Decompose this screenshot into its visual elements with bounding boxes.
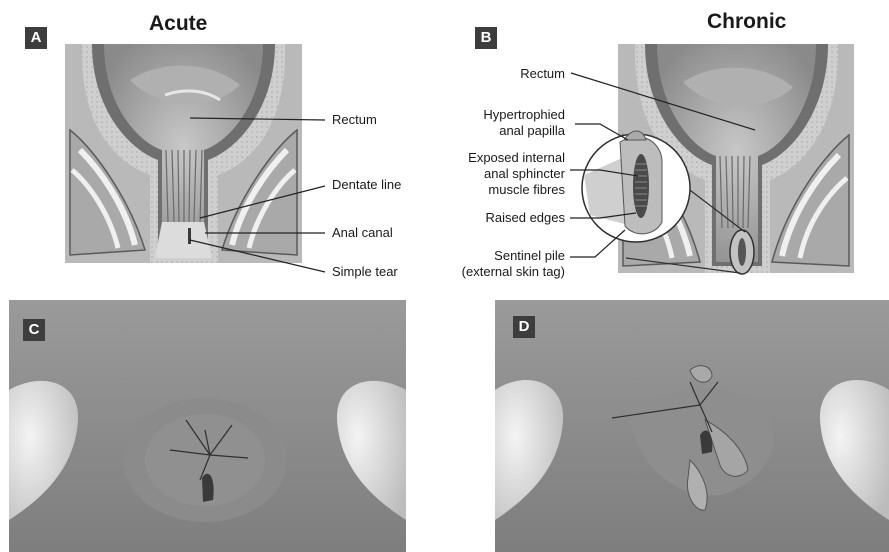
panel-c-badge: C xyxy=(23,319,45,341)
panel-b-badge: B xyxy=(475,27,497,49)
label-exposed-sphincter-line-2: anal sphincter xyxy=(468,166,565,182)
label-anal-canal: Anal canal xyxy=(332,225,393,241)
label-hypertrophied-papilla-line-2: anal papilla xyxy=(483,123,565,139)
label-simple-tear: Simple tear xyxy=(332,264,398,280)
label-raised-edges: Raised edges xyxy=(486,210,566,226)
panel-d-badge: D xyxy=(513,316,535,338)
label-dentate-line: Dentate line xyxy=(332,177,401,193)
label-exposed-sphincter-line-3: muscle fibres xyxy=(468,182,565,198)
panel-b-title: Chronic xyxy=(707,10,786,34)
label-rectum-a: Rectum xyxy=(332,112,377,128)
panel-a-title: Acute xyxy=(149,12,207,36)
label-exposed-sphincter-line-1: Exposed internal xyxy=(468,150,565,166)
label-sentinel-pile-line-2: (external skin tag) xyxy=(462,264,565,280)
acute-cross-section xyxy=(65,44,302,263)
label-exposed-sphincter: Exposed internal anal sphincter muscle f… xyxy=(468,150,565,198)
label-hypertrophied-papilla-line-1: Hypertrophied xyxy=(483,107,565,123)
label-rectum-b: Rectum xyxy=(520,66,565,82)
label-sentinel-pile: Sentinel pile (external skin tag) xyxy=(462,248,565,280)
label-hypertrophied-papilla: Hypertrophied anal papilla xyxy=(483,107,565,139)
label-sentinel-pile-line-1: Sentinel pile xyxy=(462,248,565,264)
acute-external-view xyxy=(9,300,406,552)
panel-a-badge: A xyxy=(25,27,47,49)
chronic-external-view xyxy=(495,300,889,552)
